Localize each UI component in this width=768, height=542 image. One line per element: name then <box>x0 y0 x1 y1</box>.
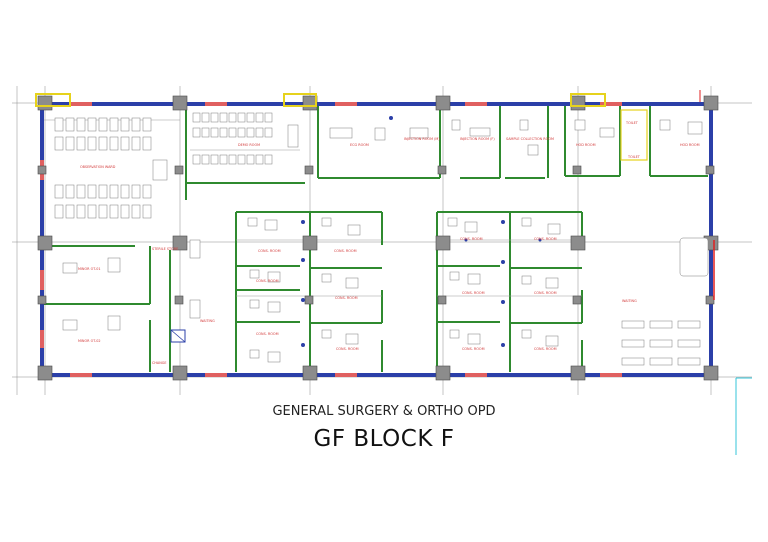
label-consult-b4: CONS. ROOM <box>534 291 557 295</box>
label-demo-room: DEMO ROOM <box>238 143 260 147</box>
label-consult-b5: CONS. ROOM <box>462 347 485 351</box>
outer-walls <box>40 102 713 377</box>
partition-walls <box>44 106 708 372</box>
label-change: CHANGE <box>152 361 167 365</box>
label-waiting-right: WAITING <box>622 299 637 303</box>
room-labels: OBSERVATION WARD DEMO ROOM ECG ROOM INJE… <box>78 121 700 365</box>
structural-columns <box>37 95 719 381</box>
drawing-subtitle: GENERAL SURGERY & ORTHO OPD <box>272 404 496 419</box>
highlighted-columns <box>35 93 606 107</box>
label-hod-room-1: HOD ROOM <box>576 143 596 147</box>
label-injection-room-male: INJECTION ROOM (M) <box>404 137 440 141</box>
label-consult-a3: CONS. ROOM <box>335 296 358 300</box>
label-waiting-left: WAITING <box>200 319 215 323</box>
label-consult-a4: CONS. ROOM <box>256 332 279 336</box>
observation-ward-beds <box>54 117 168 219</box>
label-minor-ot-1: MINOR OT-01 <box>78 267 101 271</box>
demo-room-desks <box>192 112 299 165</box>
label-hod-room-2: HOD ROOM <box>680 143 700 147</box>
label-consult-b1: CONS. ROOM <box>460 237 483 241</box>
label-consult-a6: CONS. ROOM <box>256 279 279 283</box>
label-toilet-2: TOILET <box>627 155 641 159</box>
sink-markers <box>301 116 542 347</box>
service-shaft <box>170 329 186 343</box>
label-consult-b3: CONS. ROOM <box>462 291 485 295</box>
site-boundary-lines <box>699 90 752 455</box>
label-ecg-room: ECG ROOM <box>350 143 369 147</box>
label-toilet-1: TOILET <box>625 121 639 125</box>
label-sterile-store: STERILE STORE <box>152 247 178 251</box>
drawing-title: GF BLOCK F <box>313 426 455 452</box>
room-furniture <box>62 119 709 366</box>
label-sample-collection: SAMPLE COLLECTION ROOM <box>506 137 554 141</box>
label-injection-room-female: INJECTION ROOM (F) <box>460 137 495 141</box>
label-observation-ward: OBSERVATION WARD <box>80 165 116 169</box>
label-consult-b6: CONS. ROOM <box>534 347 557 351</box>
label-consult-a1: CONS. ROOM <box>258 249 281 253</box>
label-consult-a5: CONS. ROOM <box>336 347 359 351</box>
label-consult-a2: CONS. ROOM <box>334 249 357 253</box>
label-minor-ot-2: MINOR OT-02 <box>78 339 101 343</box>
label-consult-b2: CONS. ROOM <box>534 237 557 241</box>
toilet-block-outline <box>620 109 648 161</box>
